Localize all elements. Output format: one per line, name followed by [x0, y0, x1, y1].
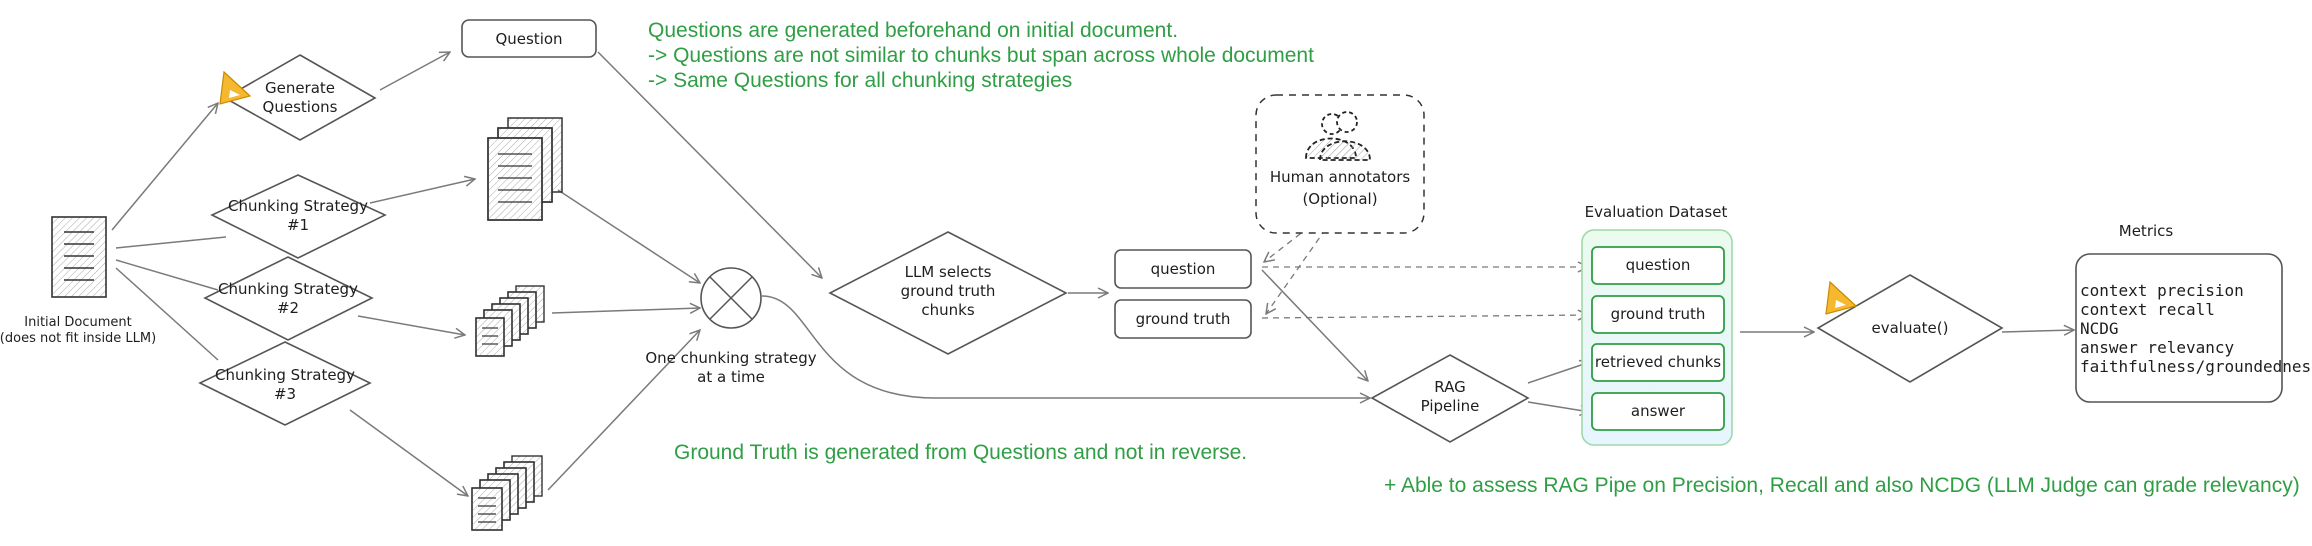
chunking-strategy-3-diamond: [198, 341, 372, 426]
generate-questions-node: Generate Questions: [223, 54, 377, 141]
metric-answer-relevancy: answer relevancy: [2080, 338, 2234, 357]
ground-truth-output-label: ground truth: [1136, 310, 1231, 328]
human-annotators-label-2: (Optional): [1302, 190, 1377, 208]
initial-document-label-1: Initial Document: [24, 315, 131, 330]
top-note-line-1: Questions are generated beforehand on in…: [648, 19, 1178, 42]
question-output-box: [1114, 249, 1252, 289]
dataset-item-question-label: question: [1626, 256, 1691, 274]
people-icon: [1305, 111, 1371, 161]
dataset-item-question: [1591, 246, 1725, 285]
edge-question-to-llm-selects: [597, 51, 822, 278]
question-output: question: [1114, 249, 1252, 289]
top-note: Questions are generated beforehand on in…: [648, 19, 1314, 92]
ruler-icon-evaluate: [1825, 280, 1858, 315]
rag-pipeline-label-2: Pipeline: [1421, 397, 1480, 415]
selector-label-1: One chunking strategy: [645, 349, 816, 367]
chunking-strategy-2-label-2: #2: [277, 299, 299, 317]
chunking-strategy-2-diamond: [203, 256, 374, 341]
edge-doc-to-chunking3: [115, 267, 219, 361]
chunking-strategy-2-label-1: Chunking Strategy: [218, 280, 358, 298]
question-box-label: Question: [495, 30, 562, 48]
rag-pipeline-label-1: RAG: [1434, 378, 1465, 396]
chunking-strategy-2: Chunking Strategy #2: [203, 256, 374, 341]
human-annotators-box: [1255, 94, 1425, 234]
question-output-label: question: [1151, 260, 1216, 278]
edge-human-to-ground-truth: [1266, 219, 1333, 314]
question-node: Question: [461, 19, 597, 58]
llm-selects-diamond: [828, 231, 1068, 355]
initial-document: Initial Document (does not fit inside LL…: [0, 216, 156, 346]
human-annotators-node: Human annotators (Optional): [1255, 94, 1425, 234]
edge-selector-to-rag: [761, 295, 1370, 398]
metric-context-recall: context recall: [2080, 300, 2215, 319]
edge-generate-to-question: [379, 52, 450, 91]
edge-doc-to-chunking1: [115, 236, 227, 249]
edge-rag-to-retrieved: [1527, 362, 1590, 384]
edge-ground-truth-to-dataset: [1261, 315, 1588, 318]
evaluate-label: evaluate(): [1872, 319, 1949, 337]
document-icon: [51, 216, 107, 298]
ruler-icon-generate: [219, 70, 252, 105]
chunking-strategy-1-diamond: [210, 174, 387, 259]
chunking-strategy-1-label-1: Chunking Strategy: [228, 197, 368, 215]
edge-chunking3-to-docs3: [349, 409, 468, 496]
edge-docs2-to-selector: [551, 308, 700, 313]
chunk-docs-3-icon: [471, 455, 543, 531]
edge-docs3-to-selector: [547, 330, 700, 491]
human-annotators-label-1: Human annotators: [1270, 168, 1411, 186]
edges: [111, 51, 2074, 496]
evaluation-dataset-title: Evaluation Dataset: [1585, 203, 1728, 221]
dataset-item-answer: [1591, 392, 1725, 431]
metrics-box: [2075, 253, 2283, 403]
metric-context-precision: context precision: [2080, 281, 2244, 300]
generate-questions-label-2: Questions: [263, 98, 338, 116]
ground-truth-note: Ground Truth is generated from Questions…: [674, 441, 1247, 464]
chunking-strategy-3-label-1: Chunking Strategy: [215, 366, 355, 384]
edge-evaluate-to-metrics: [2001, 330, 2074, 332]
generate-questions-diamond: [223, 54, 377, 141]
edge-doc-to-generate: [111, 103, 218, 231]
edge-doc-to-chunking2: [115, 259, 219, 291]
chunking-strategy-1: Chunking Strategy #1: [210, 174, 387, 259]
top-note-line-3: -> Same Questions for all chunking strat…: [648, 69, 1072, 92]
dataset-item-answer-label: answer: [1631, 402, 1686, 420]
generate-questions-label-1: Generate: [265, 79, 335, 97]
ground-truth-output-box: [1114, 299, 1252, 339]
dataset-item-retrieved-chunks-label: retrieved chunks: [1595, 353, 1721, 371]
bottom-right-note: + Able to assess RAG Pipe on Precision, …: [1384, 474, 2300, 497]
llm-selects-node: LLM selects ground truth chunks: [828, 231, 1068, 355]
question-box: [461, 19, 597, 58]
rag-pipeline-diamond: [1370, 354, 1530, 443]
edge-rag-to-answer: [1527, 401, 1590, 412]
evaluation-dataset: Evaluation Dataset question ground truth…: [1581, 203, 1733, 446]
initial-document-label-2: (does not fit inside LLM): [0, 331, 156, 346]
strategy-selector: One chunking strategy at a time: [645, 267, 817, 386]
chunk-docs-1-icon: [487, 117, 563, 221]
metric-faithfulness: faithfulness/groundedness: [2080, 357, 2312, 376]
evaluate-diamond: [1816, 274, 2004, 383]
chunking-strategy-3: Chunking Strategy #3: [198, 341, 372, 426]
dataset-item-retrieved-chunks: [1591, 343, 1725, 382]
metrics-title: Metrics: [2119, 222, 2174, 240]
rag-pipeline-node: RAG Pipeline: [1370, 354, 1530, 443]
llm-selects-label-2: ground truth: [901, 282, 996, 300]
chunking-strategy-1-label-2: #1: [287, 216, 309, 234]
dataset-item-ground-truth: [1591, 295, 1725, 334]
llm-selects-label-1: LLM selects: [905, 263, 992, 281]
edge-question-to-rag: [1261, 269, 1368, 381]
metric-ncdg: NCDG: [2080, 319, 2119, 338]
edge-chunking1-to-docs1: [369, 179, 475, 204]
edge-docs1-to-selector: [557, 189, 700, 283]
chunking-strategy-3-label-2: #3: [274, 385, 296, 403]
evaluate-node: evaluate(): [1816, 274, 2004, 383]
llm-selects-label-3: chunks: [921, 301, 974, 319]
selector-label-2: at a time: [697, 368, 765, 386]
edge-chunking2-to-docs2: [357, 315, 465, 335]
metrics-node: Metrics context precision context recall…: [2075, 222, 2312, 403]
top-note-line-2: -> Questions are not similar to chunks b…: [648, 44, 1314, 67]
ground-truth-output: ground truth: [1114, 299, 1252, 339]
dataset-item-ground-truth-label: ground truth: [1611, 305, 1706, 323]
chunk-docs-2-icon: [475, 285, 545, 357]
